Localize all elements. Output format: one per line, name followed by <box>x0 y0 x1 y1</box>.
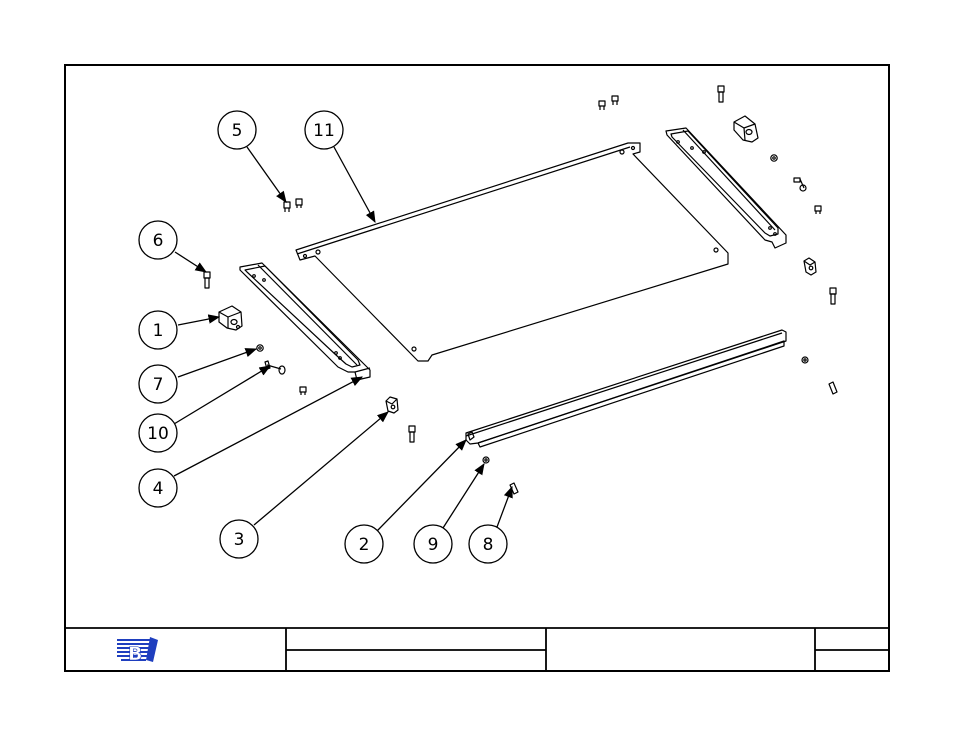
leader-3 <box>254 412 388 525</box>
leader-5 <box>247 147 286 202</box>
title-block <box>65 628 889 671</box>
callout-7-label: 7 <box>153 375 164 395</box>
part-5-fasteners <box>284 96 821 395</box>
part-11-panel <box>296 143 728 361</box>
leader-2 <box>377 440 466 531</box>
leader-11 <box>334 147 375 222</box>
callout-3-label: 3 <box>234 530 245 550</box>
leader-6 <box>175 252 206 272</box>
part-4-left-rail <box>240 263 370 380</box>
drawing-border <box>65 65 889 671</box>
leader-7 <box>178 349 256 377</box>
callout-9-label: 9 <box>428 535 439 555</box>
part-1-clamp-left <box>219 306 242 330</box>
part-3-bracket-left <box>386 397 398 413</box>
callout-6-label: 6 <box>153 231 164 251</box>
company-logo: B <box>117 637 158 665</box>
leader-1 <box>178 317 219 325</box>
part-4-right-rail <box>666 128 786 248</box>
leader-9 <box>443 464 484 528</box>
part-6-cap-screws <box>204 86 836 442</box>
callout-5-label: 5 <box>232 121 243 141</box>
callout-1-label: 1 <box>153 321 164 341</box>
callout-4-label: 4 <box>153 479 164 499</box>
leader-10 <box>174 366 270 424</box>
part-3-bracket-right <box>804 258 816 275</box>
leader-4 <box>174 377 362 476</box>
logo-letter: B <box>128 643 142 665</box>
callout-11-label: 11 <box>313 121 335 141</box>
callout-2-label: 2 <box>359 535 370 555</box>
part-7-9-washers <box>257 155 808 463</box>
callout-8-label: 8 <box>483 535 494 555</box>
part-2-front-rail <box>466 330 786 447</box>
callout-10-label: 10 <box>147 424 169 444</box>
part-1-clamp-right <box>734 116 758 142</box>
leader-8 <box>497 487 512 527</box>
